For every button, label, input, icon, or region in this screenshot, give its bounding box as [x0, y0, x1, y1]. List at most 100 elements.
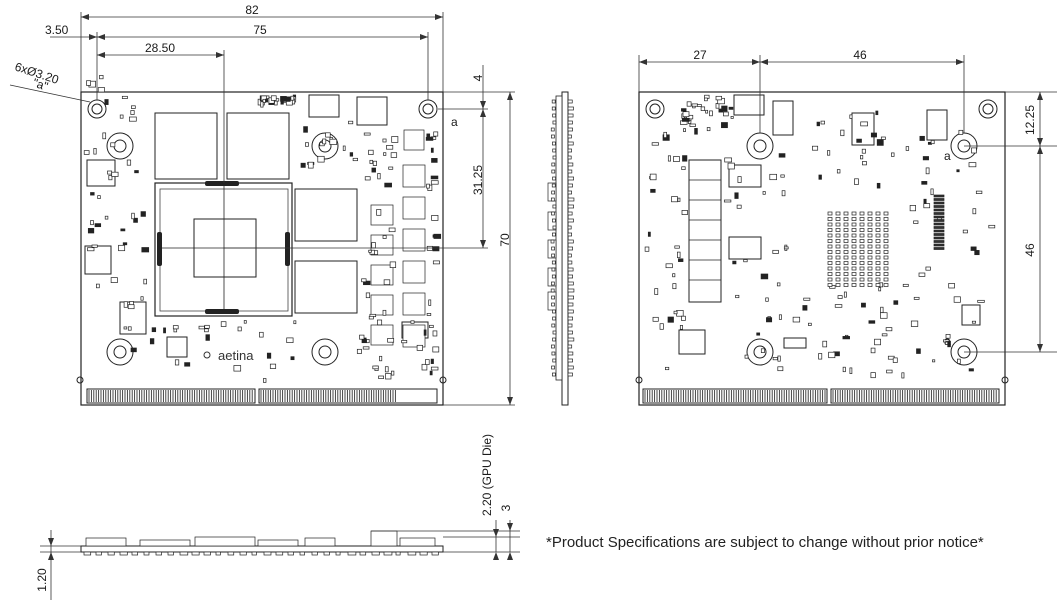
smd-component: [387, 338, 395, 343]
smd-component: [736, 204, 742, 209]
smd-component: [925, 167, 930, 175]
smd-component: [325, 132, 331, 138]
smd-component: [875, 283, 881, 287]
smd-component: [370, 294, 394, 316]
smd-component: [859, 283, 865, 287]
smd-component: [118, 244, 126, 252]
dim-gpu-center-x: 28.50: [145, 41, 175, 55]
smd-component: [550, 239, 555, 244]
smd-component: [433, 233, 442, 239]
smd-component: [766, 317, 773, 323]
smd-component: [386, 145, 394, 150]
smd-component: [892, 357, 898, 363]
smd-component: [835, 217, 841, 221]
smd-component: [269, 363, 277, 369]
smd-component: [307, 161, 314, 169]
smd-component: [923, 203, 931, 209]
smd-component: [303, 126, 308, 133]
smd-component: [322, 138, 327, 145]
smd-component: [859, 277, 865, 282]
dim-hole-ref: "a": [31, 76, 50, 94]
smd-component: [551, 253, 555, 258]
smd-component: [744, 354, 749, 359]
smd-component: [875, 255, 881, 260]
smd-component: [205, 334, 210, 341]
smd-component: [893, 300, 899, 305]
smd-component: [972, 208, 977, 215]
smd-component: [363, 132, 371, 136]
smd-component: [567, 260, 573, 265]
smd-component: [567, 358, 573, 363]
smd-component: [173, 328, 178, 333]
smd-component: [816, 121, 820, 127]
smd-component: [870, 347, 876, 354]
hole-ref-mark: a: [451, 115, 458, 129]
smd-component: [131, 551, 139, 556]
smd-component: [432, 246, 440, 252]
smd-component: [155, 551, 162, 556]
smd-component: [715, 95, 722, 101]
smd-component: [875, 239, 881, 243]
smd-component: [883, 266, 889, 271]
smd-component: [837, 295, 843, 299]
smd-component: [691, 103, 698, 107]
smd-component: [151, 327, 157, 333]
smd-component: [552, 155, 557, 160]
smd-component: [867, 277, 873, 282]
smd-component: [868, 320, 876, 324]
smd-component: [551, 169, 556, 174]
svg-text:a: a: [944, 149, 951, 163]
smd-component: [139, 539, 191, 547]
smd-component: [677, 251, 681, 259]
dim-left-hole-x: 27: [693, 48, 707, 62]
smd-component: [567, 204, 574, 209]
smd-component: [194, 536, 256, 547]
smd-component: [567, 183, 573, 188]
smd-component: [391, 136, 399, 143]
smd-component: [812, 145, 819, 151]
smd-component: [167, 551, 174, 556]
smd-component: [835, 272, 841, 276]
smd-component: [682, 111, 690, 118]
smd-component: [551, 106, 556, 111]
smd-component: [567, 190, 572, 195]
smd-component: [851, 222, 857, 227]
smd-component: [97, 195, 101, 199]
smd-component: [933, 198, 945, 201]
smd-component: [851, 250, 857, 254]
smd-component: [198, 325, 205, 330]
smd-component: [403, 129, 425, 151]
smd-component: [377, 173, 381, 180]
smd-component: [743, 259, 748, 263]
smd-component: [827, 244, 833, 249]
smd-component: [567, 99, 573, 104]
smd-component: [551, 267, 556, 272]
mounting-hole: [311, 132, 339, 160]
smd-component: [567, 218, 574, 223]
smd-component: [875, 211, 881, 216]
smd-component: [851, 277, 857, 282]
smd-component: [377, 319, 383, 326]
smd-component: [881, 333, 888, 337]
smd-component: [551, 295, 555, 300]
smd-component: [270, 95, 277, 101]
smd-component: [933, 226, 945, 229]
smd-component: [851, 255, 857, 260]
smd-component: [551, 274, 556, 279]
smd-component: [551, 281, 555, 286]
smd-component: [933, 233, 945, 236]
smd-component: [883, 277, 889, 282]
smd-component: [913, 296, 920, 300]
smd-component: [263, 551, 272, 556]
smd-component: [552, 372, 556, 377]
smd-component: [552, 309, 556, 314]
smd-component: [765, 297, 769, 302]
smd-component: [430, 175, 439, 180]
smd-component: [968, 368, 974, 372]
smd-component: [843, 283, 849, 287]
smd-component: [933, 201, 945, 205]
smd-component: [948, 283, 955, 289]
smd-component: [737, 176, 742, 183]
smd-component: [430, 366, 439, 371]
smd-component: [119, 551, 128, 556]
